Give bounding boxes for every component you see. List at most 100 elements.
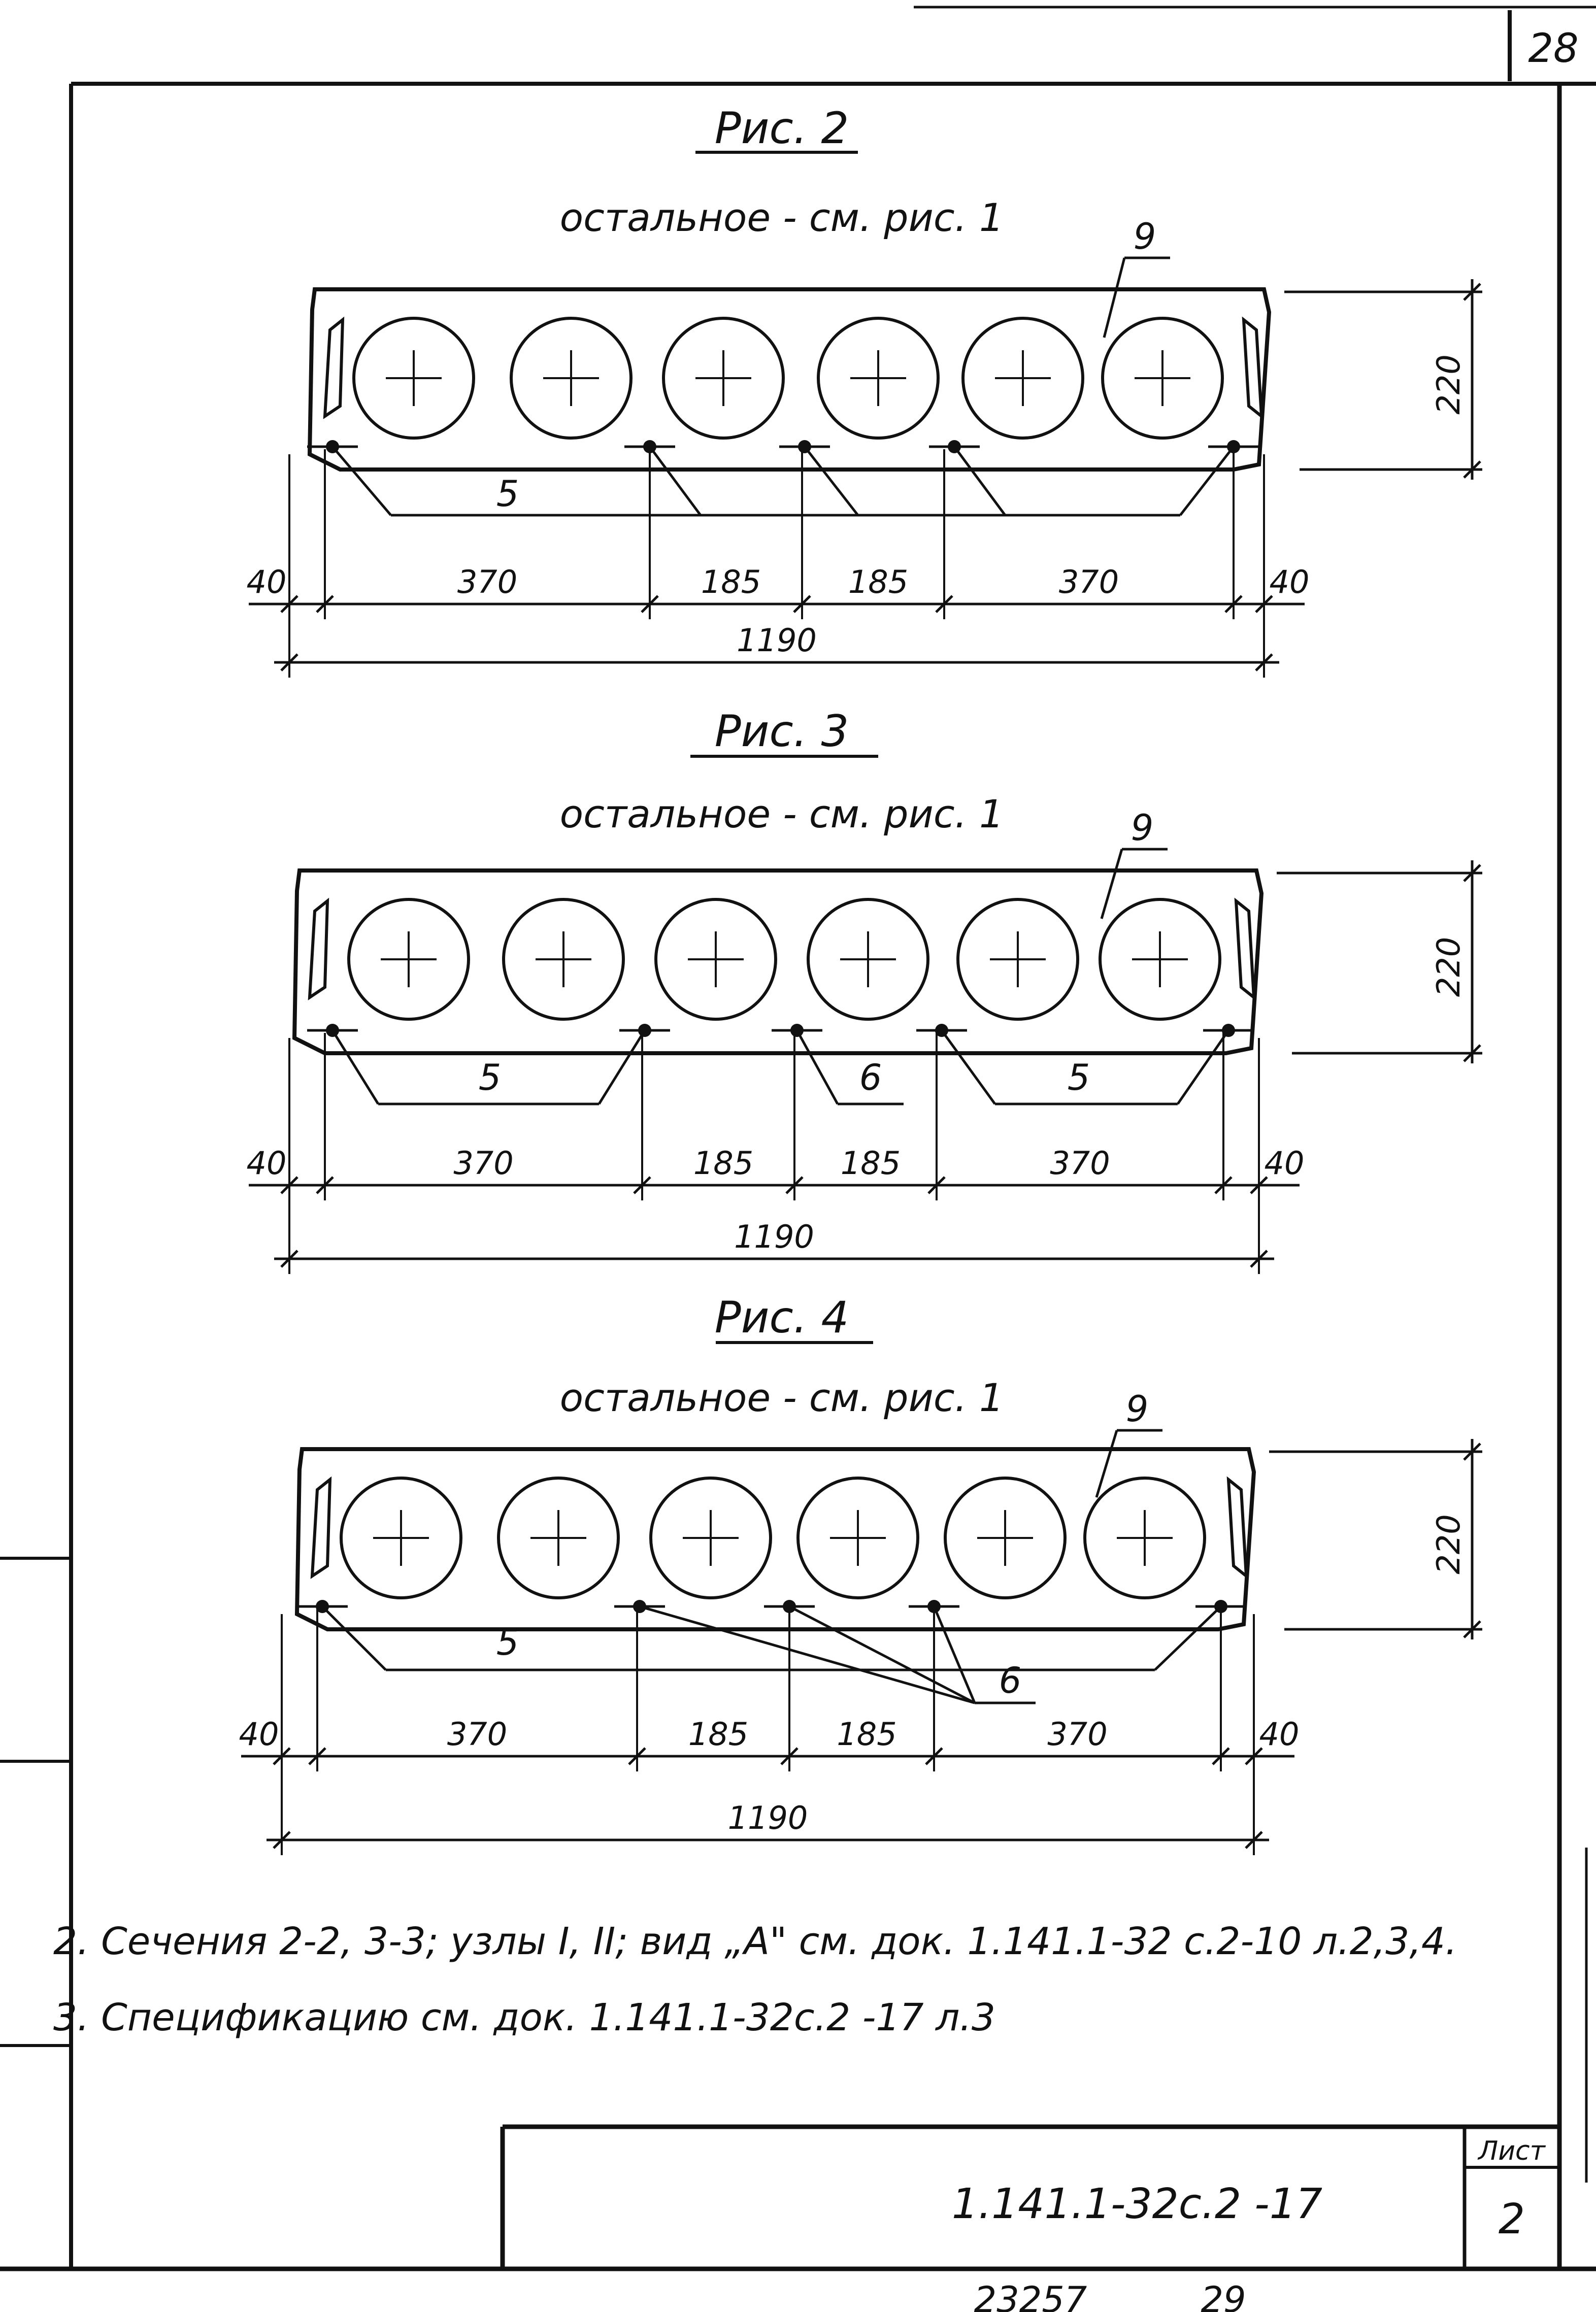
end-groove-right <box>1242 316 1264 420</box>
figure-note: остальное - см. рис. 1 <box>560 1375 1004 1420</box>
dimension-value: 40 <box>1270 563 1310 600</box>
leader-line <box>940 1029 996 1105</box>
end-groove-left <box>308 897 329 1000</box>
callout-9: 9 <box>1134 216 1156 257</box>
void-circle <box>1083 1477 1206 1599</box>
figure-title: Рис. 4 <box>715 1292 849 1343</box>
dimension-tick <box>1463 1044 1481 1062</box>
dimension-value: 185 <box>688 1716 748 1753</box>
leader-line <box>331 446 392 516</box>
figure-2: Рис. 2 остальное - см. рис. 1 220 9 40 370 1… <box>247 103 1482 678</box>
end-groove-right <box>1234 897 1256 1001</box>
note-line-2: 2. Сечения 2-2, 3-3; узлы I, II; вид „А"… <box>53 1920 1457 1963</box>
dimension-tick <box>1224 595 1243 613</box>
dimension-tick <box>628 1747 646 1765</box>
dimension-tick <box>633 1176 651 1194</box>
callout-9: 9 <box>1126 1388 1149 1430</box>
dimension-tick <box>1463 460 1481 479</box>
total-dimension: 1190 <box>737 622 817 659</box>
dimension-tick <box>273 1831 291 1849</box>
leader-line <box>933 1606 976 1703</box>
sheet-frame <box>0 6 1596 2271</box>
callout-leader <box>1103 257 1126 338</box>
height-dimension: 220 <box>1430 937 1467 997</box>
figure-title: Рис. 2 <box>715 103 849 154</box>
void-circle <box>662 317 785 440</box>
dimension-tick <box>1463 283 1481 301</box>
dimension-value: 40 <box>247 1145 287 1182</box>
void-circle <box>817 317 940 440</box>
dimension-tick <box>785 1176 804 1194</box>
dimension-tick <box>1245 1747 1263 1765</box>
dimension-value: 185 <box>841 1145 901 1182</box>
callout-6: 6 <box>999 1660 1022 1701</box>
height-dimension: 220 <box>1430 354 1467 414</box>
figure-note: остальное - см. рис. 1 <box>560 195 1004 240</box>
footer-left: 23257 <box>974 2279 1087 2312</box>
void-circle <box>956 898 1079 1021</box>
dimension-value: 370 <box>447 1716 507 1753</box>
dimension-tick <box>927 1176 946 1194</box>
dimension-tick <box>1250 1176 1268 1194</box>
callout-leader <box>1100 849 1123 919</box>
dimension-tick <box>1212 1747 1230 1765</box>
callout-leader <box>1095 1430 1118 1498</box>
dimension-value: 40 <box>1259 1716 1300 1753</box>
dimension-tick <box>935 595 953 613</box>
dimension-tick <box>780 1747 799 1765</box>
leader-line <box>648 446 702 516</box>
sheet-label: Лист <box>1477 2136 1546 2166</box>
dimension-tick <box>1463 1620 1481 1638</box>
callout-9: 9 <box>1131 807 1154 849</box>
void-circle <box>347 898 470 1021</box>
title-block <box>500 2124 1559 2269</box>
dimension-value: 40 <box>247 563 287 600</box>
dimension-value: 370 <box>1059 563 1119 600</box>
void-circle <box>807 898 929 1021</box>
page-corner-number: 28 <box>1528 26 1578 72</box>
dimension-value: 185 <box>701 563 761 600</box>
leader-line <box>1154 1605 1222 1671</box>
footer-right: 29 <box>1201 2279 1246 2312</box>
dimension-value: 370 <box>1047 1716 1107 1753</box>
slab-outline <box>292 868 1264 1055</box>
end-groove-left <box>323 316 345 419</box>
slab-outline <box>294 1447 1256 1631</box>
leader-line <box>639 1605 975 1704</box>
dimension-tick <box>1250 1250 1268 1268</box>
dimension-value: 370 <box>1050 1145 1110 1182</box>
dimension-value: 185 <box>693 1145 753 1182</box>
dimension-value: 185 <box>837 1716 896 1753</box>
dimension-tick <box>793 595 811 613</box>
note-line-3: 3. Спецификацию см. док. 1.141.1-32с.2 -… <box>53 1996 995 2039</box>
dimension-tick <box>1255 653 1273 672</box>
dimension-value: 370 <box>457 563 517 600</box>
dimension-tick <box>280 595 298 613</box>
void-circle <box>796 1477 919 1599</box>
total-dimension: 1190 <box>734 1218 814 1255</box>
figure-title: Рис. 3 <box>715 706 849 757</box>
void-circle <box>944 1477 1067 1599</box>
leader-line <box>1176 1029 1230 1105</box>
leader-line <box>321 1605 387 1671</box>
end-groove-left <box>310 1476 332 1579</box>
doc-code: 1.141.1-32с.2 -17 <box>952 2180 1322 2228</box>
dimension-tick <box>316 595 334 613</box>
leader-line <box>331 1029 380 1105</box>
leader-line <box>1179 446 1235 516</box>
dimension-tick <box>925 1747 943 1765</box>
void-circle <box>340 1477 462 1599</box>
void-circle <box>502 898 625 1021</box>
callout-5: 5 <box>496 473 519 515</box>
callout-5: 5 <box>479 1057 502 1098</box>
void-circle <box>1101 317 1224 440</box>
slab-outline <box>307 287 1272 472</box>
leader-line <box>597 1029 646 1105</box>
callout-6: 6 <box>859 1057 882 1098</box>
dimension-tick <box>280 1250 298 1268</box>
void-circle <box>510 317 633 440</box>
void-circle <box>649 1477 772 1599</box>
